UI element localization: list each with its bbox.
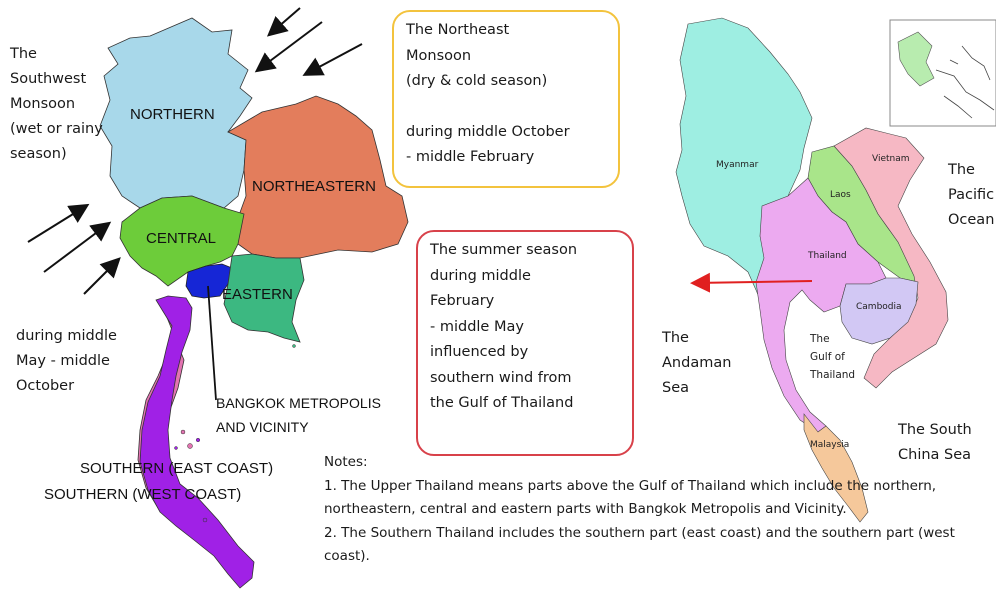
pacific-line-1: The [948,162,975,178]
sw-arrow-2 [43,221,112,273]
summer-line-6: southern wind from [430,369,572,386]
sw-arrow-3 [83,257,121,295]
bangkok-pointer-line [207,285,217,401]
pacific-line-3: Ocean [948,212,995,228]
northern-label: NORTHERN [130,106,215,123]
summer-line-3: February [430,293,495,309]
island-4 [174,446,178,450]
andaman-sea-label: The Andaman Sea [662,326,731,401]
northeast-monsoon-box: The Northeast Monsoon (dry & cold season… [392,10,620,188]
gulf-line-3: Thailand [810,369,856,381]
region-eastern [223,253,305,343]
island-1 [180,429,186,435]
malaysia-label: Malaysia [810,440,850,450]
thailand-label: Thailand [808,251,847,261]
ne-box-spacer [406,95,606,120]
central-label: CENTRAL [146,230,217,247]
summer-season-box: The summer season during middle February… [416,230,634,456]
island-3 [195,437,201,443]
pacific-ocean-label: The Pacific Ocean [948,158,994,233]
ne-box-line-6: - middle February [406,149,535,165]
andaman-line-2: Andaman [662,355,732,371]
ne-arrow-2 [254,21,323,73]
gulf-line-2: Gulf of [810,351,845,363]
south-china-line-1: The South [898,422,972,438]
island-2 [187,443,193,449]
inset-coastline-4 [949,59,959,65]
country-malaysia [803,413,869,523]
south-china-line-2: China Sea [898,447,972,463]
sw-arrow-1 [27,203,90,243]
southern-west-label: SOUTHERN (WEST COAST) [44,486,242,503]
inset-highlight-region [897,31,935,87]
sw-line-3: Monsoon [10,96,76,112]
summer-line-4: - middle May [430,318,524,335]
sw-line-1: The [10,46,37,62]
region-bangkok [185,263,233,299]
gulf-line-1: The [810,333,830,345]
country-vietnam [833,127,949,389]
region-northeastern [227,95,409,259]
southwest-period-label: during middle May - middle October [16,324,117,399]
southwest-monsoon-label: The Southwest Monsoon (wet or rainy seas… [10,42,103,167]
sw-line-2: Southwest [10,71,87,87]
south-china-sea-label: The South China Sea [898,418,972,468]
swp-line-2: May - middle [16,353,110,369]
bangkok-label: BANGKOK METROPOLIS AND VICINITY [216,391,381,439]
andaman-line-1: The [662,330,689,346]
region-central [119,195,245,287]
country-thailand [755,177,887,433]
myanmar-label: Myanmar [716,160,759,170]
notes-item-1: 1. The Upper Thailand means parts above … [324,477,937,518]
inset-coastline-1 [935,69,995,111]
notes-item-2: 2. The Southern Thailand includes the so… [324,524,955,565]
ne-arrow-1 [266,7,301,37]
pacific-line-2: Pacific [948,187,995,203]
notes-section: Notes: 1. The Upper Thailand means parts… [324,451,994,569]
notes-title: Notes: [324,454,368,470]
summer-line-5: influenced by [430,344,529,360]
inset-map-frame [889,19,996,127]
region-southern-east [139,295,255,589]
island-5 [202,517,208,523]
summer-line-2: during middle [430,267,531,284]
eastern-label: EASTERN [222,286,293,303]
summer-line-7: the Gulf of Thailand [430,395,574,411]
bangkok-line-1: BANGKOK METROPOLIS [216,395,381,411]
inset-coastline-2 [943,95,973,119]
bangkok-line-2: AND VICINITY [216,419,309,435]
ne-arrow-3 [302,43,363,76]
laos-label: Laos [830,190,851,200]
sw-line-4: (wet or rainy [10,121,103,137]
gulf-of-thailand-label: The Gulf of Thailand [810,330,855,384]
country-cambodia [839,277,919,345]
ne-box-line-2: Monsoon [406,47,472,64]
summer-line-1: The summer season [430,242,578,258]
ne-box-line-5: during middle October [406,123,570,140]
southern-east-label: SOUTHERN (EAST COAST) [80,460,274,477]
swp-line-3: October [16,378,75,394]
vietnam-label: Vietnam [872,154,910,164]
andaman-line-3: Sea [662,380,690,396]
island-6 [292,344,296,348]
swp-line-1: during middle [16,328,117,344]
cambodia-label: Cambodia [856,302,902,312]
ne-box-line-1: The Northeast [406,22,510,38]
ne-box-line-3: (dry & cold season) [406,73,548,89]
inset-coastline-3 [961,45,991,81]
sw-line-5: season) [10,146,67,162]
northeastern-label: NORTHEASTERN [252,178,376,195]
gulf-wind-arrow [690,272,813,293]
